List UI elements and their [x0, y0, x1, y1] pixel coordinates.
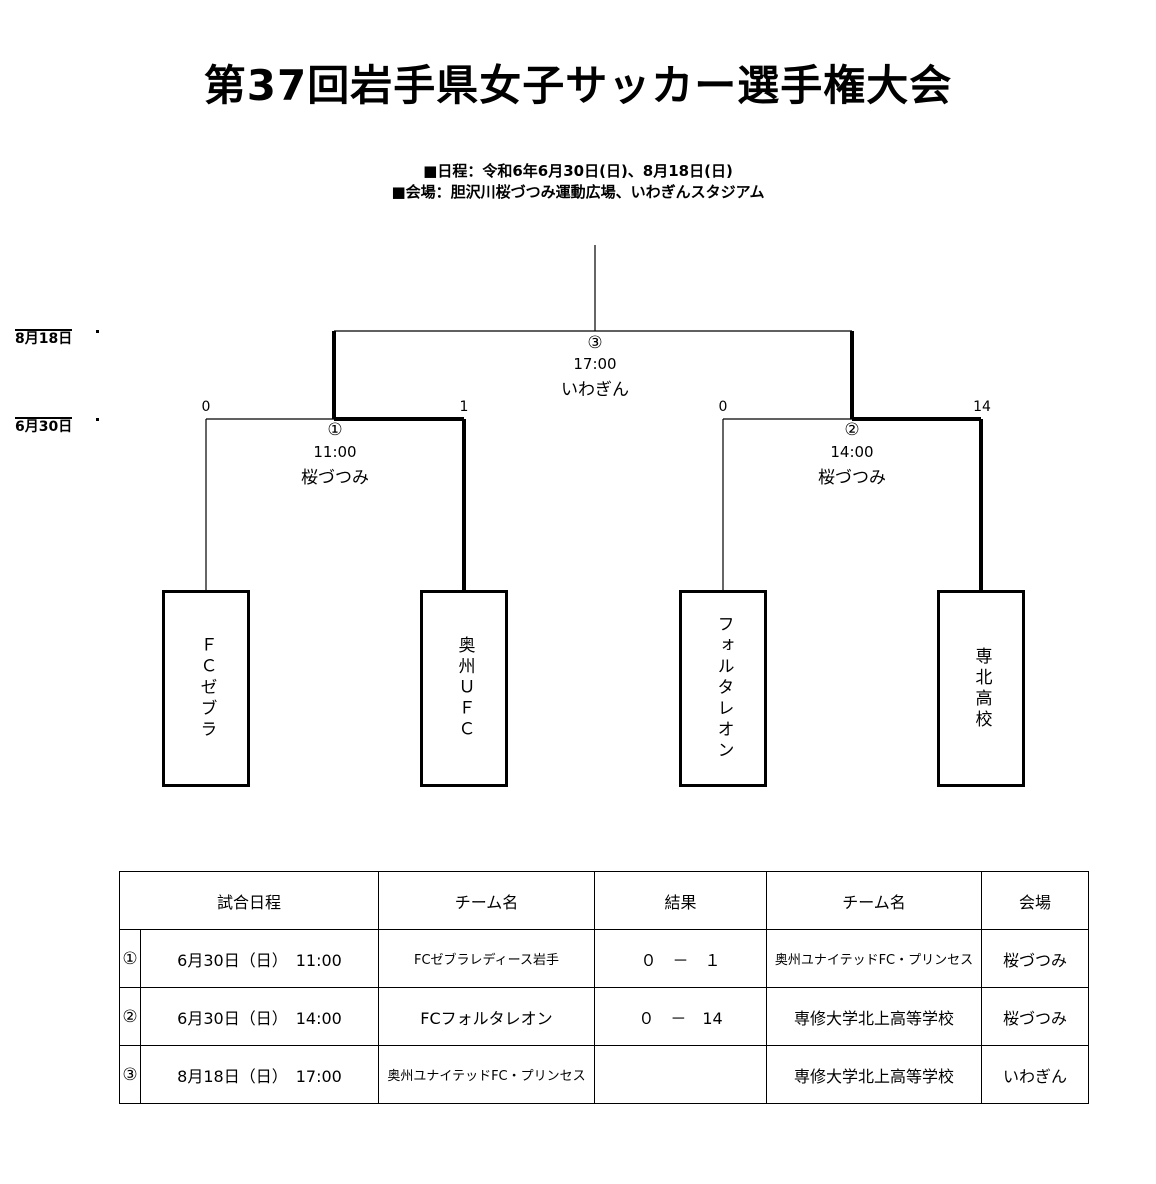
row-result	[594, 1045, 767, 1104]
header-team2: チーム名	[766, 871, 982, 930]
team-box: 奥州ＵＦＣ	[420, 590, 508, 787]
match3-time: 17:00	[573, 355, 617, 373]
final-date-label: 8月18日	[15, 329, 73, 347]
table-row: ① 6月30日（日） 11:00 FCゼブラレディース岩手 ０ － １ 奥州ユナ…	[119, 929, 1089, 988]
team-box: ＦＣゼブラ	[162, 590, 250, 787]
semi-date-label: 6月30日	[15, 417, 73, 435]
row-venue: いわぎん	[981, 1045, 1089, 1104]
row-number: ①	[119, 929, 141, 988]
row-venue: 桜づつみ	[981, 929, 1089, 988]
match2-venue: 桜づつみ	[818, 468, 886, 488]
team-name: フォルタレオン	[713, 615, 734, 762]
row-team2: 奥州ユナイテッドFC・プリンセス	[766, 929, 982, 988]
match2-time: 14:00	[830, 443, 874, 461]
header-team1: チーム名	[378, 871, 595, 930]
header-result: 結果	[594, 871, 767, 930]
team-box: フォルタレオン	[679, 590, 767, 787]
match2-score-left: 0	[718, 399, 728, 415]
page-title: 第37回岩手県女子サッカー選手権大会	[203, 61, 953, 110]
match2-number: ②	[844, 420, 860, 440]
row-result: ０ － １	[594, 929, 767, 988]
schedule-info: ■日程：令和6年6月30日(日)、8月18日(日)	[423, 162, 733, 180]
row-venue: 桜づつみ	[981, 987, 1089, 1046]
row-number: ③	[119, 1045, 141, 1104]
match3-number: ③	[587, 333, 603, 353]
semi-date-dot	[96, 418, 99, 421]
row-date: 6月30日（日） 14:00	[140, 987, 379, 1046]
team-name: 専北高校	[971, 646, 992, 731]
table-row: ② 6月30日（日） 14:00 FCフォルタレオン ０ － 14 専修大学北上…	[119, 987, 1089, 1046]
final-date-dot	[96, 330, 99, 333]
row-date: 8月18日（日） 17:00	[140, 1045, 379, 1104]
schedule-table: 試合日程 チーム名 結果 チーム名 会場 ① 6月30日（日） 11:00 FC…	[119, 871, 1089, 1104]
row-team2: 専修大学北上高等学校	[766, 987, 982, 1046]
venue-info: ■会場：胆沢川桜づつみ運動広場、いわぎんスタジアム	[391, 183, 765, 201]
row-team1: FCゼブラレディース岩手	[378, 929, 595, 988]
table-row: ③ 8月18日（日） 17:00 奥州ユナイテッドFC・プリンセス 専修大学北上…	[119, 1045, 1089, 1104]
row-result: ０ － 14	[594, 987, 767, 1046]
match1-score-right: 1	[459, 399, 469, 415]
match1-number: ①	[327, 420, 343, 440]
row-team2: 専修大学北上高等学校	[766, 1045, 982, 1104]
team-name: 奥州ＵＦＣ	[454, 636, 475, 741]
row-team1: 奥州ユナイテッドFC・プリンセス	[378, 1045, 595, 1104]
header-schedule: 試合日程	[119, 871, 379, 930]
match2-score-right: 14	[973, 399, 991, 415]
match1-venue: 桜づつみ	[301, 468, 369, 488]
row-number: ②	[119, 987, 141, 1046]
row-team1: FCフォルタレオン	[378, 987, 595, 1046]
match1-time: 11:00	[313, 443, 357, 461]
team-box: 専北高校	[937, 590, 1025, 787]
table-header-row: 試合日程 チーム名 結果 チーム名 会場	[119, 871, 1089, 930]
bracket-lines	[205, 245, 983, 592]
match1-score-left: 0	[201, 399, 211, 415]
header-venue: 会場	[981, 871, 1089, 930]
match3-venue: いわぎん	[561, 380, 629, 400]
row-date: 6月30日（日） 11:00	[140, 929, 379, 988]
team-name: ＦＣゼブラ	[196, 636, 217, 741]
